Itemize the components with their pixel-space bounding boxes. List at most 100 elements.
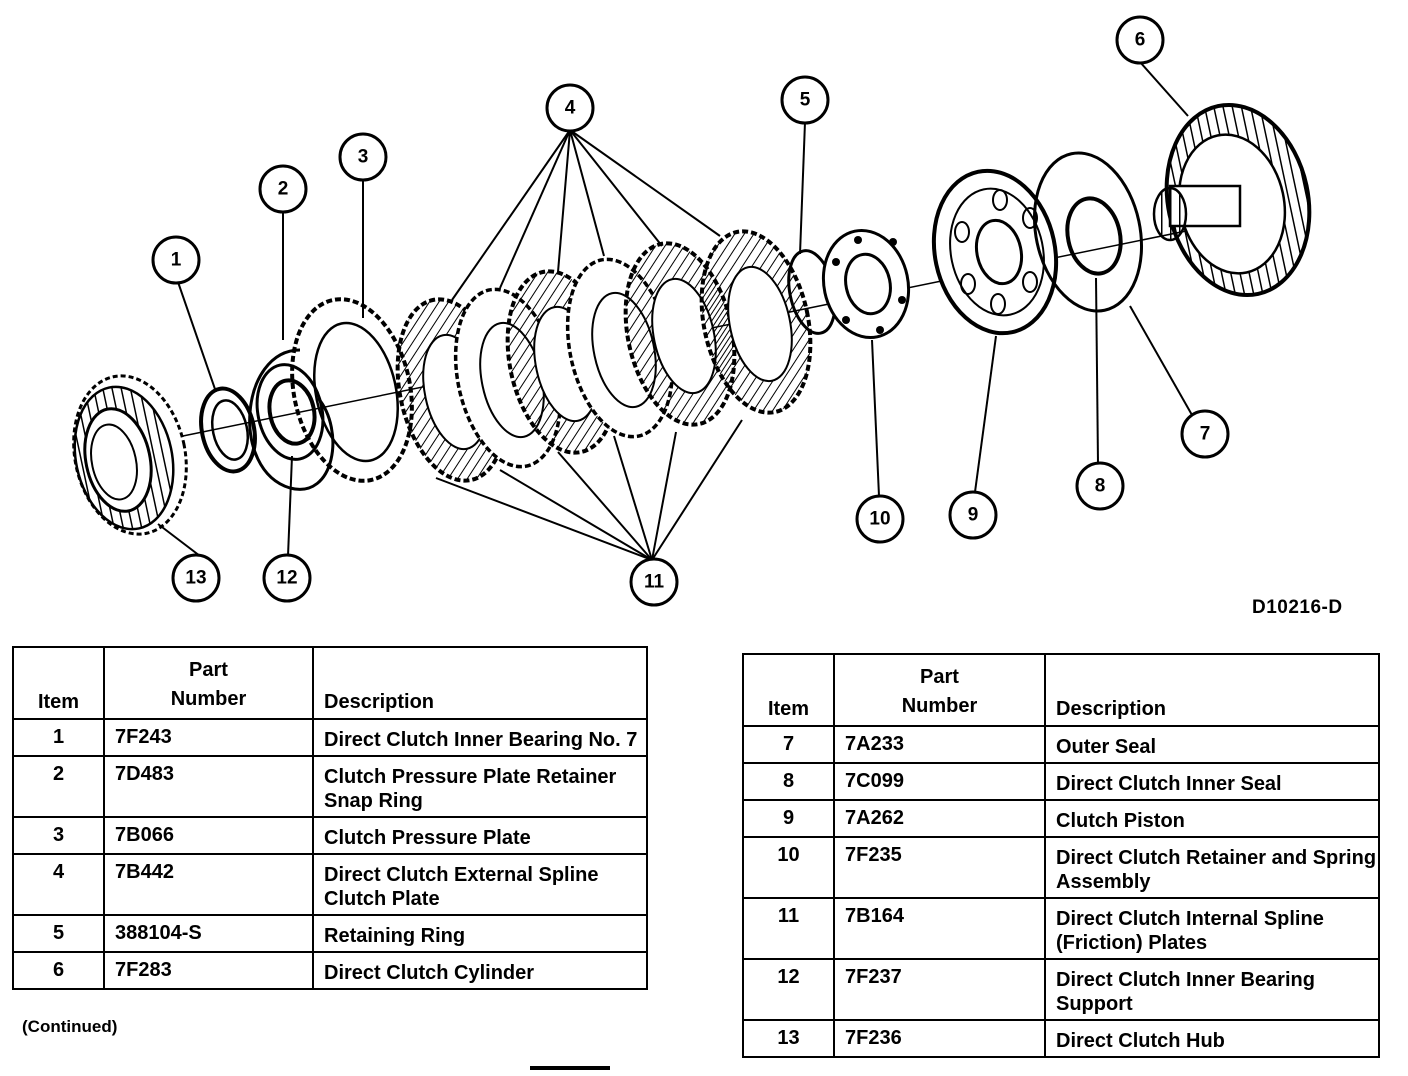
- callout-11: 11: [629, 557, 679, 607]
- svg-text:13: 13: [185, 568, 206, 589]
- item-cell: 12: [742, 958, 835, 1021]
- item-cell: 11: [742, 897, 835, 960]
- item-cell: 3: [12, 816, 105, 855]
- part-number-cell: 7F235: [833, 836, 1046, 899]
- direct-clutch-hub-part: [72, 374, 188, 536]
- figure-code: D10216-D: [1252, 597, 1343, 618]
- item-cell: 4: [12, 853, 105, 916]
- description-cell: Direct Clutch Inner Bearing No. 7: [312, 718, 648, 757]
- leader-lines: [157, 61, 1193, 561]
- callout-3: 3: [338, 132, 388, 182]
- part-number-cell: 7F283: [103, 951, 314, 990]
- item-cell: 8: [742, 762, 835, 801]
- svg-text:10: 10: [869, 509, 890, 530]
- item-cell: 10: [742, 836, 835, 899]
- description-cell: Direct Clutch Cylinder: [312, 951, 648, 990]
- callout-2: 2: [258, 164, 308, 214]
- svg-text:5: 5: [800, 90, 811, 111]
- svg-text:8: 8: [1095, 476, 1106, 497]
- part-number-cell: 7C099: [833, 762, 1046, 801]
- callout-13: 13: [171, 553, 221, 603]
- description-cell: Clutch Piston: [1044, 799, 1380, 838]
- svg-text:2: 2: [278, 179, 289, 200]
- item-cell: 9: [742, 799, 835, 838]
- part-number-cell: 7A262: [833, 799, 1046, 838]
- callout-4: 4: [545, 83, 595, 133]
- callout-9: 9: [948, 490, 998, 540]
- item-column-header: Item: [12, 646, 105, 720]
- part-number-cell: 388104-S: [103, 914, 314, 953]
- svg-text:4: 4: [565, 98, 576, 119]
- part-number-cell: 7A233: [833, 725, 1046, 764]
- description-column-header: Description: [312, 646, 648, 720]
- svg-text:1: 1: [171, 250, 182, 271]
- description-cell: Clutch Pressure Plate Retainer Snap Ring: [312, 755, 648, 818]
- item-cell: 7: [742, 725, 835, 764]
- exploded-view-diagram: 1 2 3 4 5 6 7 8 9 10 11 12 13: [72, 15, 1312, 607]
- callout-7: 7: [1180, 409, 1230, 459]
- callout-6: 6: [1115, 15, 1165, 65]
- part-number-cell: 7B442: [103, 853, 314, 916]
- callout-1: 1: [151, 235, 201, 285]
- callout-12: 12: [262, 553, 312, 603]
- item-cell: 13: [742, 1019, 835, 1058]
- part-number-cell: 7B164: [833, 897, 1046, 960]
- description-cell: Clutch Pressure Plate: [312, 816, 648, 855]
- clutch-piston-part: [931, 168, 1059, 336]
- svg-text:6: 6: [1135, 30, 1146, 51]
- item-cell: 1: [12, 718, 105, 757]
- page-mark: [530, 1066, 610, 1070]
- description-cell: Outer Seal: [1044, 725, 1380, 764]
- description-column-header: Description: [1044, 653, 1380, 727]
- item-cell: 2: [12, 755, 105, 818]
- part-number-cell: 7D483: [103, 755, 314, 818]
- part-number-cell: 7B066: [103, 816, 314, 855]
- description-cell: Retaining Ring: [312, 914, 648, 953]
- description-cell: Direct Clutch Retainer and Spring Assemb…: [1044, 836, 1380, 899]
- description-cell: Direct Clutch Hub: [1044, 1019, 1380, 1058]
- item-cell: 5: [12, 914, 105, 953]
- outer-seal-part: [1032, 151, 1144, 313]
- svg-text:7: 7: [1200, 424, 1211, 445]
- clutch-cylinder-part: [1152, 102, 1312, 298]
- svg-text:12: 12: [276, 568, 297, 589]
- item-column-header: Item: [742, 653, 835, 727]
- continued-note: (Continued): [22, 1017, 118, 1036]
- callout-8: 8: [1075, 461, 1125, 511]
- svg-text:11: 11: [644, 572, 665, 593]
- description-cell: Direct Clutch External Spline Clutch Pla…: [312, 853, 648, 916]
- inner-seal-part: [1065, 196, 1123, 276]
- description-cell: Direct Clutch Inner Seal: [1044, 762, 1380, 801]
- inner-bearing-part: [199, 386, 257, 474]
- callout-5: 5: [780, 75, 830, 125]
- part-number-cell: 7F236: [833, 1019, 1046, 1058]
- part-number-cell: 7F237: [833, 958, 1046, 1021]
- item-cell: 6: [12, 951, 105, 990]
- svg-text:3: 3: [358, 147, 369, 168]
- callout-10: 10: [855, 494, 905, 544]
- description-cell: Direct Clutch Inner Bearing Support: [1044, 958, 1380, 1021]
- clutch-plate-stack: [395, 229, 813, 483]
- retainer-spring-part: [821, 228, 911, 340]
- description-cell: Direct Clutch Internal Spline (Friction)…: [1044, 897, 1380, 960]
